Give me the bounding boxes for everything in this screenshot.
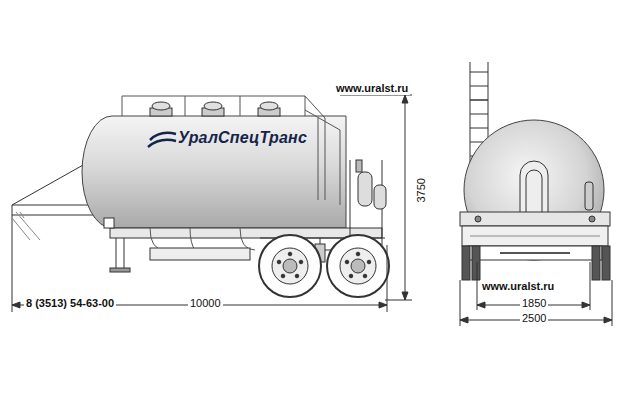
dimension: 10000	[188, 297, 223, 310]
dimension: 1850	[520, 297, 548, 310]
company-logo: УралСпецТранс	[178, 129, 307, 147]
website-url: www.uralst.ru	[480, 280, 556, 293]
dimension: 3750	[415, 176, 428, 204]
phone-number: 8 (3513) 54-63-00	[24, 297, 116, 310]
website-url: www.uralst.ru	[334, 82, 410, 95]
dimension: 2500	[520, 312, 548, 325]
